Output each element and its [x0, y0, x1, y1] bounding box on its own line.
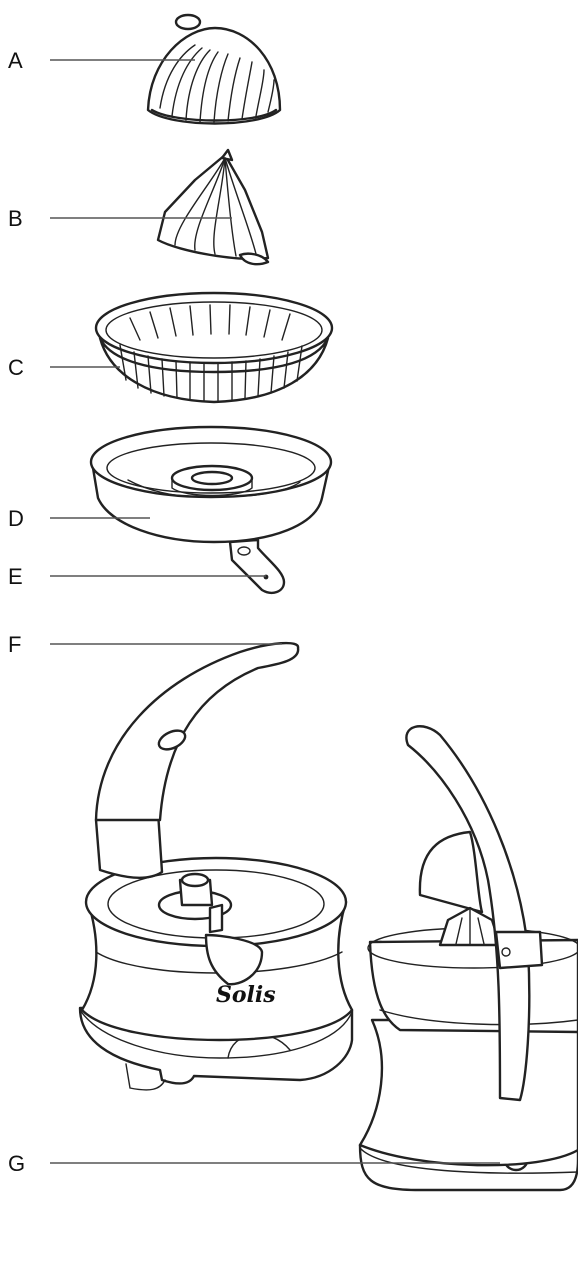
brand-logo: Solis: [216, 982, 276, 1008]
part-a-dome-cover: [148, 15, 280, 124]
part-b-reamer-cone: [158, 150, 268, 264]
label-b: B: [8, 206, 23, 231]
juicer-right-view: [360, 726, 578, 1190]
part-d-juice-container: [91, 427, 331, 542]
part-e-spout: [230, 540, 284, 593]
part-c-strainer: [96, 293, 332, 402]
label-g: G: [8, 1151, 25, 1176]
label-e: E: [8, 564, 23, 589]
label-c: C: [8, 355, 24, 380]
label-f: F: [8, 632, 21, 657]
juicer-left-view: Solis: [80, 643, 352, 1090]
label-d: D: [8, 506, 24, 531]
label-a: A: [8, 48, 23, 73]
